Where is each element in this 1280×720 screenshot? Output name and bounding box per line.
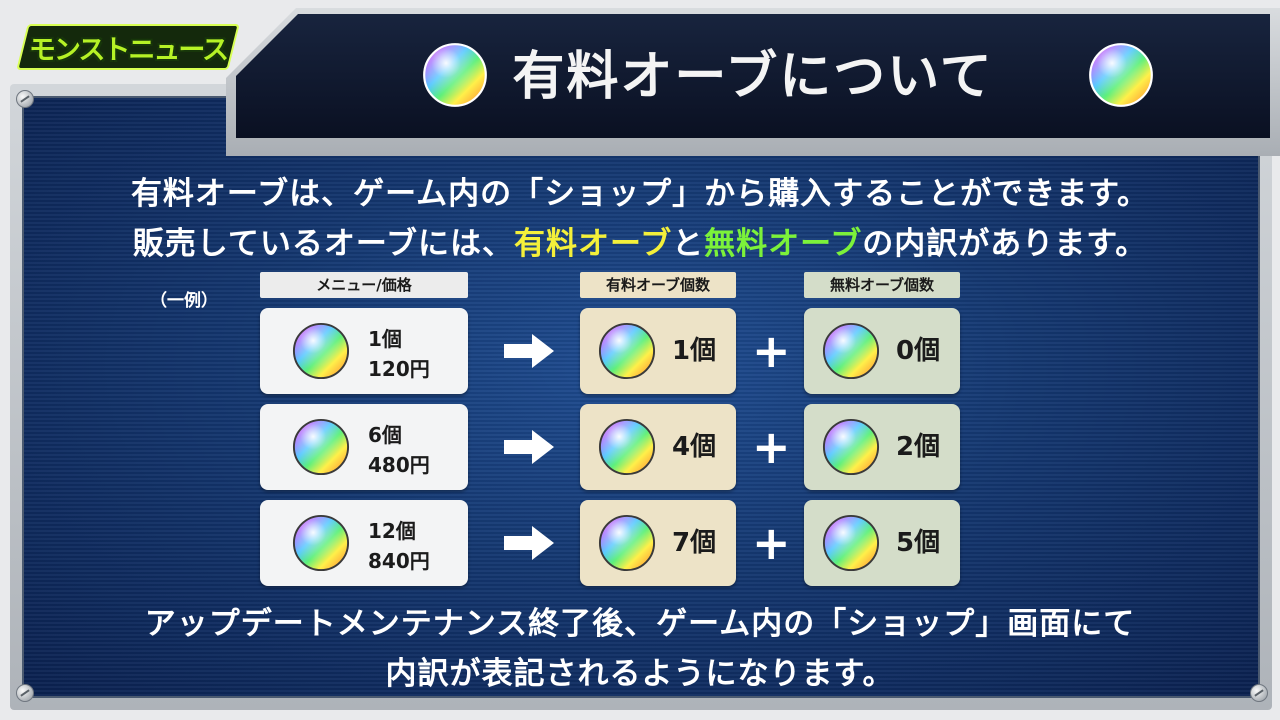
plus-icon: +	[752, 516, 791, 570]
free-count-cell: 5個	[804, 500, 960, 586]
free-orb-highlight: 無料オーブ	[704, 226, 863, 262]
intro-line-2: 販売しているオーブには、有料オーブと無料オーブの内訳があります。	[0, 218, 1280, 263]
footer-line-2: 内訳が表記されるようになります。	[385, 656, 895, 692]
footer-line-1: アップデートメンテナンス終了後、ゲーム内の「ショップ」画面にて	[144, 606, 1136, 642]
menu-quantity: 12個	[368, 519, 416, 543]
menu-price-cell: 12個 840円	[260, 500, 468, 586]
free-count-header: 無料オーブ個数	[804, 272, 960, 298]
paid-count-cell: 1個	[580, 308, 736, 394]
rainbow-orb-icon	[292, 322, 350, 380]
screw-icon	[1250, 684, 1268, 702]
right-arrow-icon	[504, 430, 554, 464]
menu-quantity: 1個	[368, 327, 402, 351]
menu-price-text: 1個 120円	[368, 324, 430, 384]
rainbow-orb-icon	[422, 42, 488, 108]
free-count-cell: 2個	[804, 404, 960, 490]
rainbow-orb-icon	[822, 322, 880, 380]
free-count: 5個	[896, 528, 941, 558]
paid-count-cell: 4個	[580, 404, 736, 490]
plus-icon: +	[752, 324, 791, 378]
rainbow-orb-icon	[292, 514, 350, 572]
menu-price-cell: 1個 120円	[260, 308, 468, 394]
intro-line-1: 有料オーブは、ゲーム内の「ショップ」から購入することができます。	[130, 176, 1150, 212]
menu-price: 120円	[368, 357, 430, 381]
paid-count: 1個	[672, 336, 717, 366]
paid-count-header: 有料オーブ個数	[580, 272, 736, 298]
right-arrow-icon	[504, 526, 554, 560]
rainbow-orb-icon	[598, 418, 656, 476]
menu-price-cell: 6個 480円	[260, 404, 468, 490]
menu-price: 840円	[368, 549, 430, 573]
rainbow-orb-icon	[822, 514, 880, 572]
menu-price-text: 12個 840円	[368, 516, 430, 576]
page-title: 有料オーブについて	[512, 47, 994, 107]
right-arrow-icon	[504, 334, 554, 368]
menu-price-text: 6個 480円	[368, 420, 430, 480]
logo-text: モンストニュース	[28, 34, 228, 66]
rainbow-orb-icon	[822, 418, 880, 476]
free-count: 2個	[896, 432, 941, 462]
menu-price: 480円	[368, 453, 430, 477]
content-panel	[22, 96, 1260, 698]
screw-icon	[16, 684, 34, 702]
free-count: 0個	[896, 336, 941, 366]
rainbow-orb-icon	[598, 514, 656, 572]
intro-text: と	[672, 226, 705, 262]
menu-quantity: 6個	[368, 423, 402, 447]
rainbow-orb-icon	[1088, 42, 1154, 108]
paid-count-cell: 7個	[580, 500, 736, 586]
paid-count: 4個	[672, 432, 717, 462]
screw-icon	[16, 90, 34, 108]
paid-orb-highlight: 有料オーブ	[514, 226, 673, 262]
plus-icon: +	[752, 420, 791, 474]
rainbow-orb-icon	[598, 322, 656, 380]
paid-count: 7個	[672, 528, 717, 558]
intro-text: 販売しているオーブには、	[132, 226, 515, 262]
menu-price-header: メニュー/価格	[260, 272, 468, 298]
rainbow-orb-icon	[292, 418, 350, 476]
intro-text: の内訳があります。	[862, 226, 1148, 262]
free-count-cell: 0個	[804, 308, 960, 394]
monst-news-logo: モンストニュース	[16, 24, 240, 70]
example-label: （一例）	[150, 291, 218, 311]
